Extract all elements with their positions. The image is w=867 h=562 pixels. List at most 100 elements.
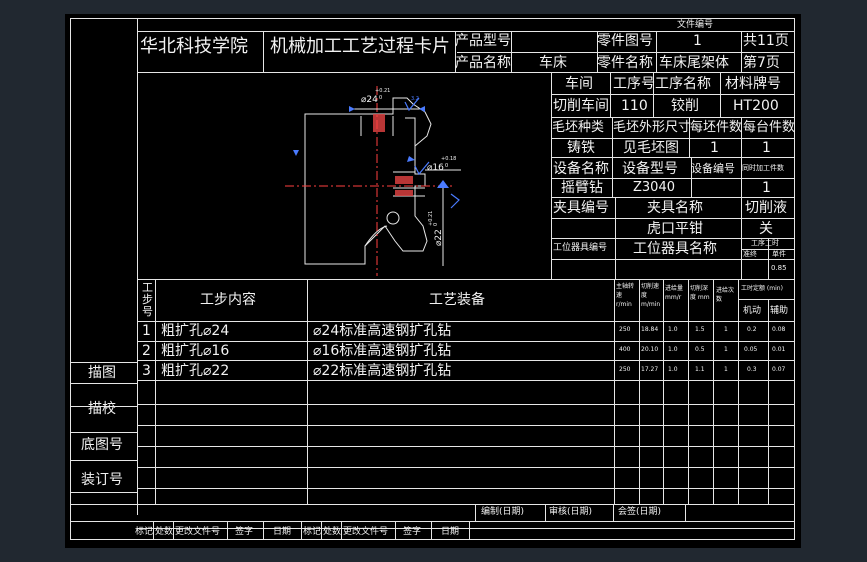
step-speed: 17.27 bbox=[641, 366, 659, 373]
step-machine-time: 0.2 bbox=[747, 326, 757, 333]
sim-parts-label: 同时加工件数 bbox=[742, 164, 784, 172]
mark-label-2: 标记 bbox=[303, 527, 322, 537]
part-name-value: 车床尾架体 bbox=[659, 55, 729, 71]
step-machine-time: 0.3 bbox=[747, 366, 757, 373]
aux-time-label: 辅助 bbox=[770, 306, 789, 316]
step-aux-time: 0.01 bbox=[772, 346, 786, 353]
card-title: 机械加工工艺过程卡片 bbox=[270, 36, 450, 57]
material-value: HT200 bbox=[733, 98, 779, 114]
sim-parts-value: 1 bbox=[762, 180, 771, 196]
process-card-sheet: 文件编号 华北科技学院 机械加工工艺过程卡片 产品型号 产品名称 车床 零件图号… bbox=[65, 14, 801, 548]
unit-time-value: 0.85 bbox=[771, 264, 787, 272]
workshop-value: 切削车间 bbox=[553, 98, 609, 114]
product-model-label: 产品型号 bbox=[455, 33, 511, 49]
step-passes: 1 bbox=[724, 326, 728, 333]
school-name: 华北科技学院 bbox=[140, 36, 248, 57]
step-equipment: ⌀22标准高速钢扩孔钻 bbox=[313, 363, 452, 379]
step-no: 1 bbox=[142, 323, 151, 339]
station-tool-no-label: 工位器具编号 bbox=[553, 243, 608, 253]
surface-mark: 3.2 bbox=[411, 96, 419, 102]
op-name-label: 工序名称 bbox=[655, 76, 711, 92]
step-equipment-label: 工艺装备 bbox=[429, 292, 485, 308]
equip-model-label: 设备型号 bbox=[622, 161, 678, 177]
countersign-date-label: 会签(日期) bbox=[618, 507, 662, 517]
step-feed: 1.0 bbox=[668, 326, 678, 333]
mark-label: 标记 bbox=[135, 527, 154, 537]
step-aux-time: 0.08 bbox=[772, 326, 786, 333]
dim-16: ⌀16 bbox=[427, 163, 444, 173]
step-depth: 0.5 bbox=[695, 346, 705, 353]
step-content-label: 工步内容 bbox=[200, 292, 256, 308]
machine-time-label: 机动 bbox=[743, 306, 762, 316]
step-depth: 1.1 bbox=[695, 366, 705, 373]
equip-name-value: 摇臂钻 bbox=[561, 180, 603, 196]
op-name-value: 铰削 bbox=[671, 98, 699, 114]
equip-name-label: 设备名称 bbox=[553, 161, 609, 177]
count-label-2: 处数 bbox=[323, 527, 342, 537]
count-label: 处数 bbox=[155, 527, 174, 537]
sign-label-2: 签字 bbox=[403, 527, 422, 537]
review-date-label: 审核(日期) bbox=[549, 507, 593, 517]
design-date-label: 编制(日期) bbox=[481, 507, 525, 517]
step-feed: 1.0 bbox=[668, 346, 678, 353]
step-no-label: 工步号 bbox=[142, 281, 153, 318]
part-name-label: 零件名称 bbox=[597, 55, 653, 71]
fixture-name-label: 夹具名称 bbox=[647, 200, 703, 216]
step-content: 粗扩孔⌀24 bbox=[161, 323, 230, 339]
fixture-no-label: 夹具编号 bbox=[553, 200, 609, 216]
trace-label: 描图 bbox=[88, 365, 116, 381]
material-label: 材料牌号 bbox=[725, 76, 781, 92]
op-time-label: 工序工时 bbox=[751, 239, 779, 247]
tol-24-upper: +0.21 bbox=[375, 88, 390, 94]
step-aux-time: 0.07 bbox=[772, 366, 786, 373]
per-blank-label: 每坯件数 bbox=[690, 120, 743, 135]
binding-no-label: 装订号 bbox=[81, 472, 123, 488]
tol-16-upper: +0.18 bbox=[441, 156, 456, 162]
step-spindle: 250 bbox=[619, 366, 631, 373]
date-label-2: 日期 bbox=[441, 527, 460, 537]
step-machine-time: 0.05 bbox=[744, 346, 758, 353]
tol-22-upper: +0.21 bbox=[428, 211, 434, 226]
dim-22: ⌀22 bbox=[434, 229, 444, 246]
blank-dim-value: 见毛坯图 bbox=[623, 140, 679, 156]
blank-dim-label: 毛坯外形尺寸 bbox=[613, 120, 692, 135]
station-tool-name-label: 工位器具名称 bbox=[633, 241, 717, 257]
fixture-name-value: 虎口平钳 bbox=[647, 221, 703, 237]
per-blank-value: 1 bbox=[710, 140, 719, 156]
trace-check-label: 描校 bbox=[88, 401, 116, 417]
op-no-label: 工序号 bbox=[613, 76, 655, 92]
doc-no-label: 文件编号 bbox=[677, 20, 714, 30]
op-no-value: 110 bbox=[621, 98, 648, 114]
equip-model-value: Z3040 bbox=[633, 180, 675, 195]
tol-22-lower: 0 bbox=[433, 223, 439, 226]
coolant-value: 关 bbox=[759, 221, 773, 237]
part-drawing-value: 1 bbox=[693, 33, 702, 49]
step-passes: 1 bbox=[724, 346, 728, 353]
dim-24: ⌀24 bbox=[361, 95, 378, 105]
step-speed: 18.84 bbox=[641, 326, 659, 333]
change-doc-label-2: 更改文件号 bbox=[343, 527, 389, 537]
step-feed: 1.0 bbox=[668, 366, 678, 373]
step-spindle: 400 bbox=[619, 346, 631, 353]
step-equipment: ⌀24标准高速钢扩孔钻 bbox=[313, 323, 452, 339]
step-passes: 1 bbox=[724, 366, 728, 373]
prep-end-label: 准终 bbox=[743, 250, 757, 258]
unit-time-label: 单件 bbox=[772, 250, 786, 258]
product-name-label: 产品名称 bbox=[455, 55, 511, 71]
sign-label: 签字 bbox=[235, 527, 254, 537]
step-no: 3 bbox=[142, 363, 151, 379]
step-content: 粗扩孔⌀22 bbox=[161, 363, 230, 379]
per-unit-label: 每台件数 bbox=[743, 120, 796, 135]
step-no: 2 bbox=[142, 343, 151, 359]
step-content: 粗扩孔⌀16 bbox=[161, 343, 230, 359]
part-sketch: ⌀24 +0.21 0 ⌀16 +0.18 0 ⌀22 +0.21 0 3.2 bbox=[285, 86, 461, 276]
blank-type-value: 铸铁 bbox=[567, 140, 595, 156]
blank-type-label: 毛坯种类 bbox=[552, 120, 605, 135]
cut-speed-label: 切削速度 m/min bbox=[641, 283, 661, 308]
step-speed: 20.10 bbox=[641, 346, 659, 353]
tol-16-lower: 0 bbox=[445, 163, 448, 169]
step-spindle: 250 bbox=[619, 326, 631, 333]
step-equipment: ⌀16标准高速钢扩孔钻 bbox=[313, 343, 452, 359]
product-name-value: 车床 bbox=[539, 55, 567, 71]
date-label: 日期 bbox=[273, 527, 292, 537]
